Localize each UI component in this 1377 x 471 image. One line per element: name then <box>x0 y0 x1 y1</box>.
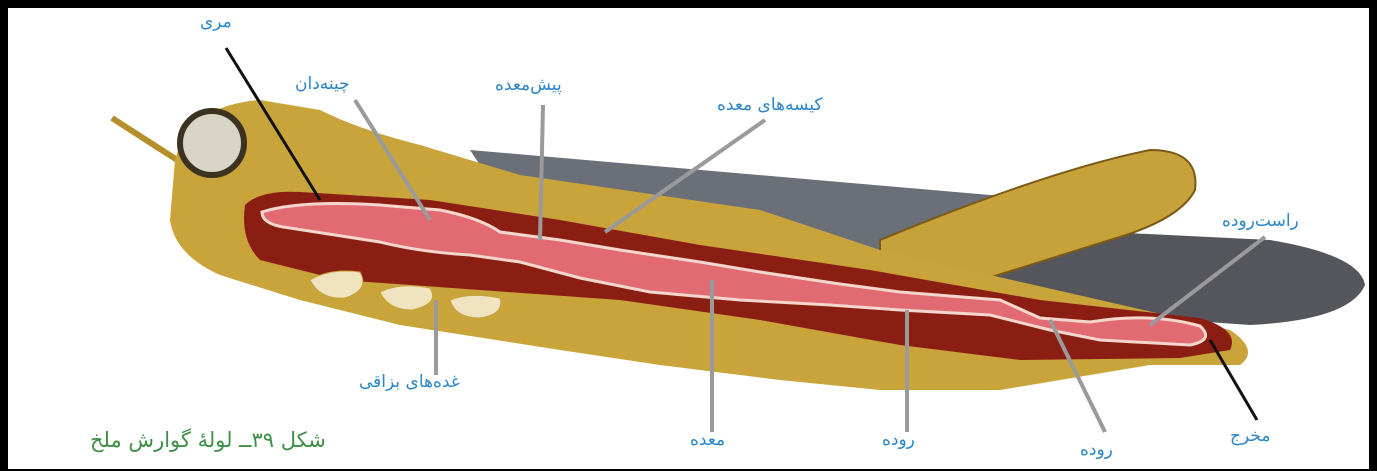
label-intestine-2: روده <box>1080 442 1113 459</box>
antenna <box>112 118 185 165</box>
label-salivary-glands: غده‌های بزاقی <box>359 374 460 391</box>
compound-eye <box>180 111 244 175</box>
label-esophagus: مری <box>200 14 232 31</box>
label-rectum: راست‌روده <box>1222 213 1299 230</box>
label-proventriculus: پیش‌معده <box>495 77 562 94</box>
label-intestine-1: روده <box>882 432 915 449</box>
figure-caption: شکل ۳۹ــ لولهٔ گوارش ملخ <box>90 430 326 451</box>
label-crop: چینه‌دان <box>295 76 350 93</box>
label-anus: مخرج <box>1230 428 1270 445</box>
label-gastric-caeca: کیسه‌های معده <box>717 97 823 114</box>
label-stomach: معده <box>690 432 725 449</box>
